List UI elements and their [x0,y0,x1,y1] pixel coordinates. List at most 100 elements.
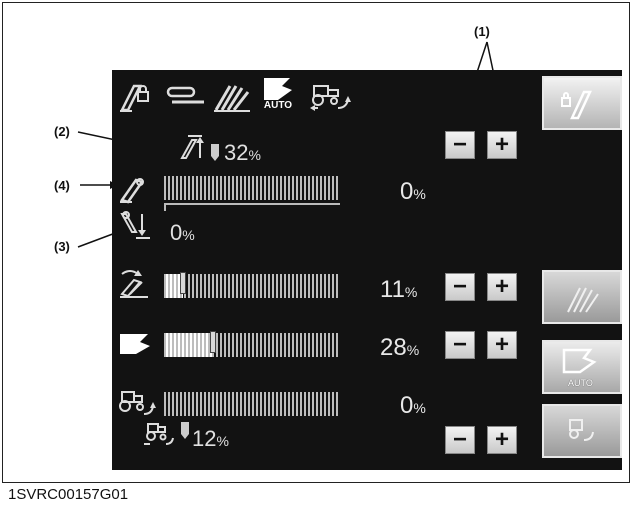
callout-1: (1) [474,24,490,39]
bar-marker [180,272,186,294]
bar-tick [168,392,170,416]
bar-tick [292,392,294,416]
bar-tick [276,274,278,298]
slip-plus-button[interactable]: + [487,331,517,359]
bar-tick [296,333,298,357]
top-minus-button[interactable]: − [445,131,475,159]
bar-tick [252,274,254,298]
hitch-scale-tick [164,203,166,211]
bar-tick [288,333,290,357]
bar-tick [220,333,222,357]
bar-tick [336,333,338,357]
bar-tick [228,333,230,357]
link-icon[interactable] [166,84,206,110]
draft-plus-button[interactable]: + [487,273,517,301]
bar-tick [224,392,226,416]
turn-minus-button[interactable]: − [445,426,475,454]
bar-tick [300,176,302,200]
draft-control-bar [164,272,340,298]
bar-tick [264,176,266,200]
tractor-turn-icon[interactable] [308,80,352,112]
bar-tick [236,392,238,416]
bar-tick [276,176,278,200]
bar-tick [280,333,282,357]
hitch-lock-icon[interactable] [118,80,152,114]
callout-2: (2) [54,124,70,139]
bar-tick [320,274,322,298]
bar-tick [332,176,334,200]
slip-control-row-icon [118,332,154,356]
slip-control-unit: % [406,342,420,358]
bar-tick [228,176,230,200]
side-draft-button[interactable] [542,270,622,324]
bar-tick [196,333,198,357]
bar-tick [232,176,234,200]
bar-tick [316,176,318,200]
turn-setting-marker-icon [180,422,190,440]
slip-minus-button[interactable]: − [445,331,475,359]
bar-tick [200,392,202,416]
auto-slip-icon[interactable]: AUTO [260,76,296,111]
callout-3: (3) [54,239,70,254]
side-hitch-lock-button[interactable] [542,76,622,130]
bar-tick [216,274,218,298]
hitch-position-icon [118,174,152,204]
bar-tick [320,333,322,357]
bar-tick [172,392,174,416]
upper-limit-unit: % [248,147,261,163]
hitch-position-readout: 0% [400,178,426,206]
bar-tick [196,392,198,416]
bar-tick [316,333,318,357]
hitch-position-bar [164,176,340,200]
bar-tick [220,392,222,416]
turn-button-icon [569,419,594,441]
bar-tick [248,333,250,357]
bar-tick [276,333,278,357]
bar-tick [256,333,258,357]
bar-tick [332,333,334,357]
bar-tick [164,274,166,298]
bar-tick [324,176,326,200]
bar-tick [284,333,286,357]
bar-tick [288,274,290,298]
bar-tick [244,176,246,200]
turn-plus-button[interactable]: + [487,426,517,454]
draft-minus-button[interactable]: − [445,273,475,301]
bar-tick [164,392,166,416]
turn-control-unit: % [413,400,426,416]
bar-tick [256,392,258,416]
lower-limit-icon [118,210,152,240]
top-plus-button[interactable]: + [487,131,517,159]
bar-tick [200,274,202,298]
bar-tick [228,392,230,416]
draft-control-icon[interactable] [212,80,252,114]
bar-tick [312,333,314,357]
turn-control-row-icon [116,388,156,418]
bar-tick [284,176,286,200]
slip-control-bar [164,331,340,357]
lower-limit-value: 0 [170,220,183,245]
bar-tick [176,274,178,298]
bar-tick [224,176,226,200]
draft-control-value: 11 [380,276,405,303]
bar-tick [244,274,246,298]
bar-tick [284,392,286,416]
bar-tick [272,333,274,357]
bar-tick [224,274,226,298]
bar-tick [320,392,322,416]
side-turn-button[interactable] [542,404,622,458]
bar-tick [216,392,218,416]
slip-control-value: 28 [380,334,407,361]
bar-tick [280,392,282,416]
bar-tick [204,392,206,416]
side-auto-button[interactable]: AUTO [542,340,622,394]
bar-tick [200,176,202,200]
bar-tick [280,274,282,298]
bar-tick [272,176,274,200]
bar-tick [248,176,250,200]
bar-tick [196,176,198,200]
turn-setting-unit: % [216,433,229,449]
bar-tick [208,392,210,416]
hitch-position-value: 0 [400,178,414,205]
bar-tick [320,176,322,200]
